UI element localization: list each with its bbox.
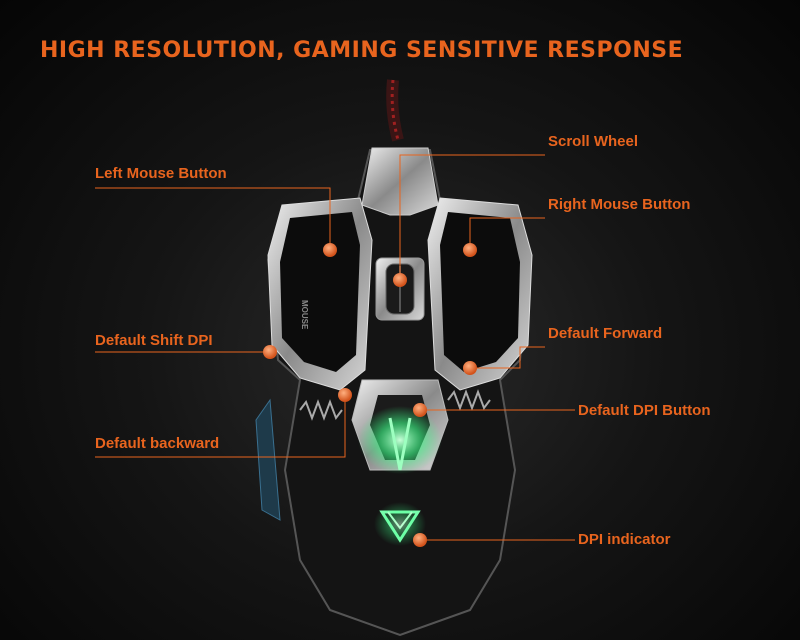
callout-dots [263,243,477,547]
label-default-forward: Default Forward [548,325,663,342]
leader-lines [95,154,575,541]
label-right-mouse-button: Right Mouse Button [548,196,691,213]
dot-right-button [463,243,477,257]
leader-right-button [469,217,545,250]
logo-icon [374,502,426,546]
label-dpi-indicator: DPI indicator [578,531,671,548]
mouse-side-text: MOUSE [300,300,309,330]
dot-scroll-wheel [393,273,407,287]
right-spring [447,389,491,411]
dot-dpi-indicator [413,533,427,547]
leader-left-button [95,187,331,250]
label-default-shift-dpi: Default Shift DPI [95,332,213,349]
label-left-mouse-button: Left Mouse Button [95,165,227,182]
dot-dpi-button [413,403,427,417]
side-accent-left [255,398,281,521]
leader-forward [470,346,545,369]
label-default-dpi-button: Default DPI Button [578,402,711,419]
dot-shift-dpi [263,345,277,359]
left-button [280,212,360,372]
leader-scroll-wheel [399,154,545,280]
dot-left-button [323,243,337,257]
right-button [440,212,520,372]
dpi-glow [358,406,442,474]
leader-backward [95,395,346,458]
dot-forward [463,361,477,375]
label-default-backward: Default backward [95,435,220,452]
dot-backward [338,388,352,402]
left-spring [299,399,343,421]
label-scroll-wheel: Scroll Wheel [548,133,639,150]
page-title: HIGH RESOLUTION, GAMING SENSITIVE RESPON… [40,38,684,63]
